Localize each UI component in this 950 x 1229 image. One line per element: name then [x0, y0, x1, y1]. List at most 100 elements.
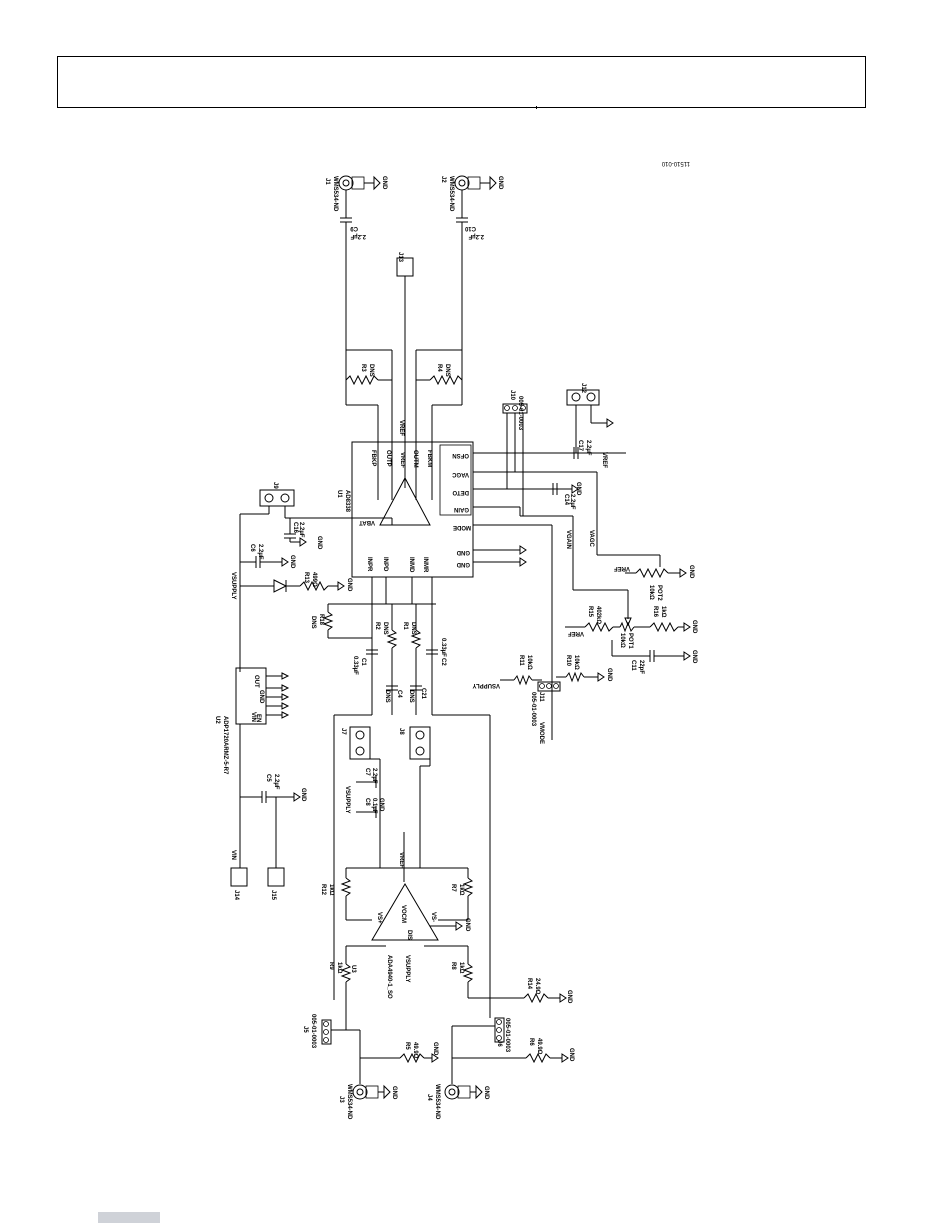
c4-ref-label: C4 — [396, 690, 402, 698]
pot2-ref-label: POT2 — [656, 585, 662, 601]
capacitor-c2: C2 0.33µF — [426, 638, 446, 666]
u1-pin-inmr: INMR — [422, 557, 428, 573]
u1-ref-label: U1 — [336, 490, 342, 498]
c17-value-label: 2.2µF — [585, 440, 591, 456]
capacitor-c8: C8 0.1µF GND — [356, 798, 384, 818]
r11-ref-label: R11 — [518, 655, 524, 666]
connector-j13: J13 VREF — [396, 252, 414, 488]
c11-ref-label: C11 — [630, 660, 636, 671]
connector-j12: J12 — [566, 383, 614, 453]
c9-value-label: 2.2µF — [350, 233, 366, 239]
r8-value-label: 1kΩ — [458, 962, 464, 974]
gnd-label: GND — [691, 650, 697, 664]
vsupply-net-label: VSUPPLY — [473, 682, 500, 688]
resistor-r16: R16 1kΩ GND — [634, 606, 697, 634]
capacitor-c10: C10 2.2µF — [456, 190, 484, 350]
u1-pin-fbkp: FBKP — [370, 450, 376, 466]
vref-net-label: VREF — [614, 565, 630, 571]
r13-value-label: 499Ω — [311, 572, 317, 587]
gnd-label: GND — [300, 788, 306, 802]
vref-net-label: VREF — [568, 630, 584, 636]
pot1-ref-label: POT1 — [627, 633, 633, 649]
j11-ref-label: J11 — [538, 692, 544, 702]
gnd-label: GND — [464, 918, 470, 932]
r5-value-label: 49.9Ω — [412, 1042, 418, 1059]
j8-label: J8 — [398, 728, 404, 735]
c4-value-label: DNS — [384, 690, 390, 703]
j6-part-label: 005-01-0003 — [504, 1018, 510, 1053]
r15-value-label: 402kΩ — [595, 606, 601, 624]
u1-pin-gnd-1: GND — [456, 549, 470, 555]
c9-ref-label: C9 — [350, 225, 358, 231]
connector-j9: J9 — [240, 482, 393, 525]
resistor-r6: R6 49.9Ω GND — [452, 1038, 574, 1064]
capacitor-c16: C16 2.2µF GND — [284, 518, 322, 550]
gnd-label: GND — [289, 555, 295, 569]
u3-pin-dis: DIS — [406, 930, 412, 940]
j12-label: J12 — [580, 383, 586, 394]
resistor-r3: R3 DNS — [345, 350, 392, 500]
gnd-label: GND — [316, 536, 322, 550]
connector-j8: J8 — [398, 726, 431, 868]
gnd-label: GND — [381, 176, 387, 190]
c16-ref-label: C16 — [292, 522, 298, 534]
r18-value-label: DNS — [310, 616, 316, 629]
r7-ref-label: R7 — [450, 884, 456, 892]
gnd-label: GND — [497, 176, 503, 190]
u1-pin-ofsn: OFSN — [452, 452, 469, 458]
c16-value-label: 2.2µF — [298, 522, 304, 538]
c10-value-label: 2.2µF — [468, 233, 484, 239]
u1-pin-deto: DETO — [452, 489, 469, 495]
vref-net-label: VREF — [398, 420, 404, 436]
j1-ref-label: J1 — [324, 178, 330, 185]
vin-net-label: VIN — [230, 850, 236, 860]
r15-ref-label: R15 — [587, 606, 593, 618]
c8-value-label: 0.1µF — [371, 798, 377, 814]
connector-j14: J14 VIN — [230, 850, 248, 901]
connector-j6: J6 005-01-0003 — [451, 998, 510, 1084]
capacitor-c4: C4 DNS — [384, 685, 402, 703]
capacitor-c7: C7 2.2µF — [356, 768, 381, 788]
j15-label: J15 — [270, 890, 276, 901]
j1-part-label: WMS534-ND — [332, 176, 338, 212]
r14-value-label: 24.9Ω — [534, 978, 540, 995]
resistor-r8: R8 1kΩ — [450, 946, 474, 998]
r9-ref-label: R9 — [328, 962, 334, 970]
j2-part-label: WMS534-ND — [448, 176, 454, 212]
vsupply-net-label: VSUPPLY — [344, 786, 350, 813]
r6-value-label: 49.9Ω — [536, 1038, 542, 1055]
c5-ref-label: C5 — [265, 774, 271, 782]
j10-ref-label: J10 — [509, 390, 515, 401]
vref-net-label: VREF — [601, 452, 607, 468]
r10-value-label: 10kΩ — [573, 655, 579, 670]
capacitor-c6: C6 2.2µF GND — [240, 544, 295, 569]
u3-pin-vs-minus: VS- — [430, 912, 436, 922]
chip-u2: U2 ADP1720ARMZ-5-R7 VIN EN OUT GND — [214, 667, 290, 775]
capacitor-c5: C5 2.2µF GND — [240, 774, 306, 868]
resistor-r14: R14 24.9Ω GND — [468, 978, 572, 1004]
c10-ref-label: C10 — [464, 225, 476, 231]
u1-pin-gnd-2: GND — [456, 561, 470, 567]
resistor-r5: R5 49.9Ω GND — [360, 1042, 439, 1064]
r5-ref-label: R5 — [404, 1042, 410, 1050]
c5-value-label: 2.2µF — [273, 774, 279, 790]
c11-value-label: 22pF — [638, 660, 644, 674]
u1-part-label: AD8338 — [344, 490, 350, 513]
r11-value-label: 10kΩ — [526, 655, 532, 670]
capacitor-c21: C21 DNS — [408, 685, 426, 703]
c1-ref-label: C1 — [360, 658, 366, 666]
u1-pin-outm: OUTM — [412, 450, 418, 468]
gnd-label: GND — [483, 1086, 489, 1100]
vsupply-net-label: VSUPPLY — [230, 572, 236, 599]
u2-ref-label: U2 — [214, 716, 220, 724]
connector-j2: J2 WMS534-ND GND — [440, 175, 503, 212]
resistor-r7: R7 1kΩ — [450, 877, 474, 920]
connector-j15: J15 — [267, 867, 285, 901]
gnd-label: GND — [568, 1048, 574, 1062]
footer-bar — [98, 1212, 160, 1223]
resistor-r9: R9 1kΩ — [328, 946, 352, 1030]
capacitor-c1: C1 0.33µF — [352, 649, 378, 675]
pot1-value-label: 10kΩ — [619, 633, 625, 648]
vref-net-label: VREF — [398, 852, 404, 868]
